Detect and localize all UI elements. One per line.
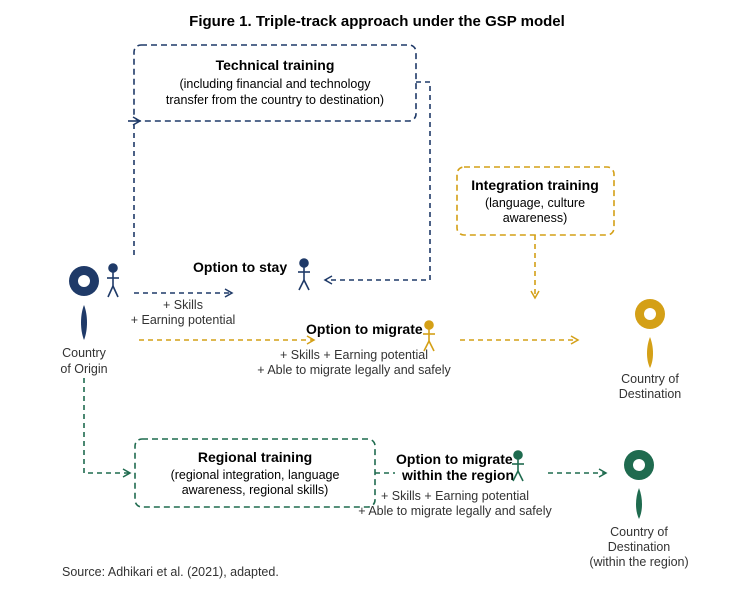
technical-training-sub2: transfer from the country to destination… <box>166 93 384 107</box>
migrate-region-person-icon <box>512 450 524 482</box>
origin-pin-icon <box>69 266 99 340</box>
stay-benefit-2: + Earning potential <box>131 313 236 327</box>
figure-title: Figure 1. Triple-track approach under th… <box>189 13 565 30</box>
option-stay-label: Option to stay <box>193 259 287 275</box>
origin-person-icon <box>107 263 119 298</box>
migrate-benefit-1: + Skills + Earning potential <box>280 348 428 362</box>
migrate-region-benefit-1: + Skills + Earning potential <box>381 489 529 503</box>
destination-pin-icon <box>635 299 665 368</box>
destination-region-label-1: Country of <box>610 525 668 539</box>
destination-region-pin-icon <box>624 450 654 519</box>
integration-training-title: Integration training <box>471 177 599 193</box>
migrate-region-benefit-2: + Able to migrate legally and safely <box>358 504 552 518</box>
origin-label-1: Country <box>62 346 107 360</box>
migrate-benefit-2: + Able to migrate legally and safely <box>257 363 451 377</box>
regional-training-title: Regional training <box>198 449 312 465</box>
destination-label-1: Country of <box>621 372 679 386</box>
technical-training-sub1: (including financial and technology <box>179 77 371 91</box>
destination-region-label-2: Destination <box>608 540 671 554</box>
technical-training-title: Technical training <box>216 57 335 73</box>
option-migrate-label: Option to migrate <box>306 321 423 337</box>
regional-training-sub1: (regional integration, language <box>171 468 340 482</box>
technical-training-box <box>133 44 417 122</box>
origin-to-regional-arrow <box>83 378 132 478</box>
stay-benefit-1: + Skills <box>163 298 203 312</box>
technical-to-stay-arrow <box>323 81 431 285</box>
destination-region-label-3: (within the region) <box>589 555 688 569</box>
source-note: Source: Adhikari et al. (2021), adapted. <box>62 565 279 579</box>
stay-person-icon <box>298 258 310 291</box>
option-migrate-region-label-1: Option to migrate <box>396 451 513 467</box>
option-migrate-region-label-2: within the region <box>401 467 514 483</box>
destination-label-2: Destination <box>619 387 682 401</box>
migrate-person-icon <box>423 320 435 352</box>
integration-training-sub2: awareness) <box>503 211 568 225</box>
regional-training-sub2: awareness, regional skills) <box>182 483 329 497</box>
origin-label-2: of Origin <box>60 362 107 376</box>
integration-training-sub1: (language, culture <box>485 196 585 210</box>
